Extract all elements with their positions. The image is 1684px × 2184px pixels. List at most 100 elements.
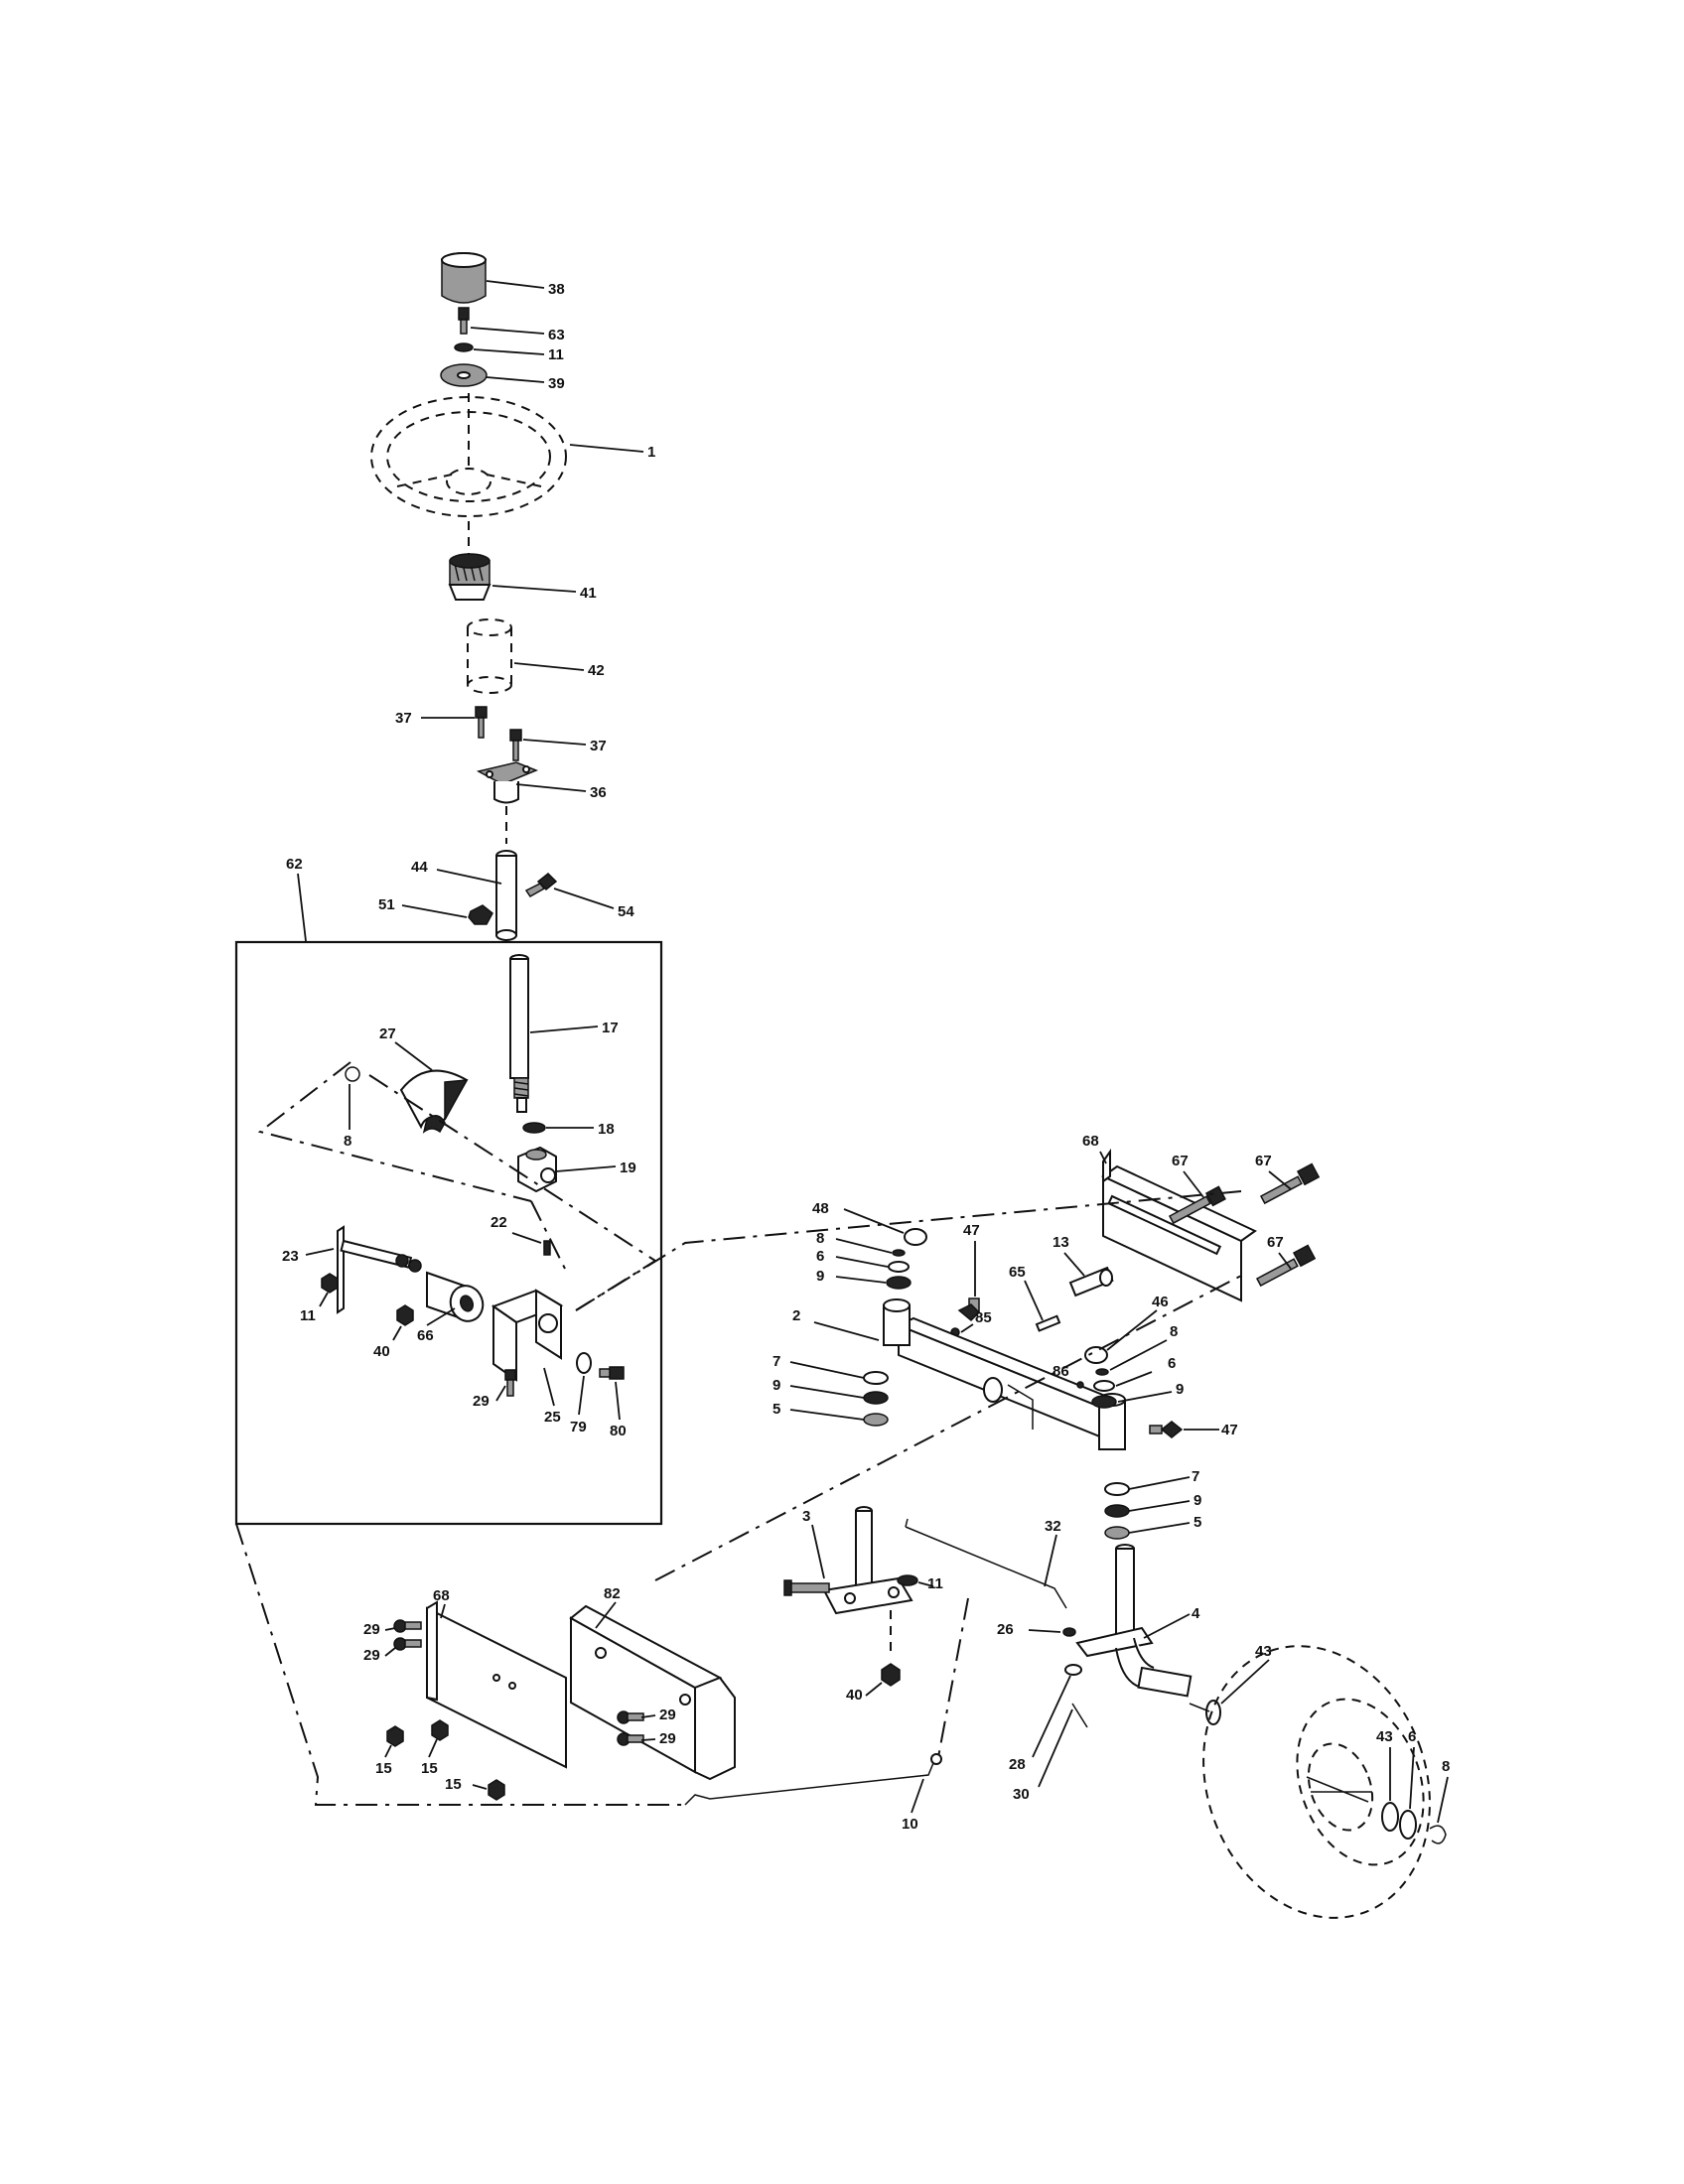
callout-label: 29 xyxy=(363,1621,380,1638)
callout-label: 15 xyxy=(421,1760,438,1777)
callout-label: 9 xyxy=(1193,1492,1201,1509)
shaft-bolt xyxy=(524,872,558,897)
callout-label: 1 xyxy=(647,444,655,461)
washer-6b xyxy=(1093,1380,1115,1392)
callout-label: 23 xyxy=(282,1248,299,1265)
assembly-axis-line xyxy=(257,1061,657,1311)
bolt-right xyxy=(509,729,522,761)
callout-label: 10 xyxy=(902,1816,918,1833)
callout-label: 30 xyxy=(1013,1786,1030,1803)
screw-29a xyxy=(393,1619,422,1633)
grease-fitting-47a xyxy=(957,1297,981,1322)
callout-label: 51 xyxy=(378,896,395,913)
steering-shaft xyxy=(495,850,517,941)
spindle-right xyxy=(1075,1544,1193,1698)
angle-bracket xyxy=(491,1289,564,1382)
callout-label: 4 xyxy=(1192,1605,1200,1622)
flat-washer xyxy=(576,1352,592,1374)
washer-5b xyxy=(1104,1526,1130,1540)
washer-43a xyxy=(1205,1700,1221,1725)
callout-label: 41 xyxy=(580,585,597,602)
callout-label: 79 xyxy=(570,1419,587,1435)
bracket-bolt xyxy=(599,1366,625,1380)
callout-label: 3 xyxy=(802,1508,810,1525)
callout-label: 11 xyxy=(548,346,564,363)
callout-label: 7 xyxy=(1192,1468,1199,1485)
callout-label: 47 xyxy=(1221,1422,1238,1438)
bolt-67c xyxy=(1255,1244,1317,1288)
spindle-left xyxy=(783,1506,913,1615)
nut-15c xyxy=(488,1779,505,1801)
callout-label: 40 xyxy=(846,1687,863,1704)
callout-label: 47 xyxy=(963,1222,980,1239)
subassembly-box xyxy=(234,940,663,1526)
callout-label: 39 xyxy=(548,375,565,392)
callout-label: 9 xyxy=(816,1268,824,1285)
bolt-67a xyxy=(1168,1185,1226,1225)
callout-label: 38 xyxy=(548,281,565,298)
bearing-9c xyxy=(863,1391,889,1405)
callout-label: 2 xyxy=(792,1307,800,1324)
fitting-86 xyxy=(1076,1381,1084,1389)
callout-label: 37 xyxy=(395,710,412,727)
callout-label: 8 xyxy=(1442,1758,1450,1775)
callout-label: 17 xyxy=(602,1020,619,1036)
callout-label: 6 xyxy=(1408,1728,1416,1745)
callout-label: 67 xyxy=(1255,1153,1272,1169)
e-clip xyxy=(345,1066,360,1082)
callout-label: 85 xyxy=(975,1309,992,1326)
lower-axis-lines xyxy=(235,1190,1242,1806)
callout-label: 8 xyxy=(816,1230,824,1247)
hub-plate xyxy=(440,363,488,387)
screw-29c xyxy=(617,1710,644,1724)
small-screw xyxy=(543,1240,551,1256)
callout-label: 46 xyxy=(1152,1294,1169,1310)
callout-label: 32 xyxy=(1045,1518,1061,1535)
steering-wheel xyxy=(370,393,567,517)
cap-46b xyxy=(1084,1346,1108,1364)
callout-label: 22 xyxy=(491,1214,507,1231)
callout-label: 48 xyxy=(812,1200,829,1217)
callout-label: 43 xyxy=(1376,1728,1393,1745)
callout-label: 5 xyxy=(1193,1514,1201,1531)
callout-label: 26 xyxy=(997,1621,1014,1638)
callout-label: 9 xyxy=(772,1377,780,1394)
shaft-washer xyxy=(522,1122,546,1134)
callout-label: 11 xyxy=(300,1307,316,1324)
mounting-plate-lower xyxy=(426,1600,567,1769)
steering-cap xyxy=(441,252,487,304)
callout-label: 8 xyxy=(344,1133,351,1150)
callout-label: 86 xyxy=(1052,1363,1069,1380)
drag-link xyxy=(905,1518,1067,1609)
callout-label: 44 xyxy=(411,859,428,876)
callout-label: 8 xyxy=(1170,1323,1178,1340)
callout-label: 6 xyxy=(816,1248,824,1265)
callout-label: 65 xyxy=(1009,1264,1026,1281)
washer-6c xyxy=(1399,1810,1417,1840)
shaft-nut xyxy=(468,904,493,925)
pinion-shaft xyxy=(509,954,529,1113)
pinion-bracket xyxy=(517,1146,557,1193)
callout-label: 66 xyxy=(417,1327,434,1344)
axle-bushing xyxy=(1068,1266,1114,1297)
callout-label: 29 xyxy=(363,1647,380,1664)
callout-label: 15 xyxy=(375,1760,392,1777)
callout-label: 29 xyxy=(659,1730,676,1747)
callout-label: 68 xyxy=(433,1587,450,1604)
callout-label: 9 xyxy=(1176,1381,1184,1398)
nut-15b xyxy=(431,1719,449,1741)
callout-label: 11 xyxy=(927,1575,943,1592)
callout-label: 29 xyxy=(659,1706,676,1723)
column-sleeve xyxy=(467,618,512,694)
front-axle xyxy=(883,1298,1126,1450)
washer-6a xyxy=(888,1261,910,1273)
washer-7b xyxy=(1104,1482,1130,1496)
callout-label: 43 xyxy=(1255,1643,1272,1660)
screw-29b xyxy=(393,1637,422,1651)
nut-15a xyxy=(386,1725,404,1747)
spacer-bushing xyxy=(426,1271,485,1322)
washer-43b xyxy=(1381,1802,1399,1832)
hub-cap-8 xyxy=(1429,1825,1447,1844)
clip-8b xyxy=(1095,1368,1109,1376)
callout-label: 19 xyxy=(620,1160,636,1176)
